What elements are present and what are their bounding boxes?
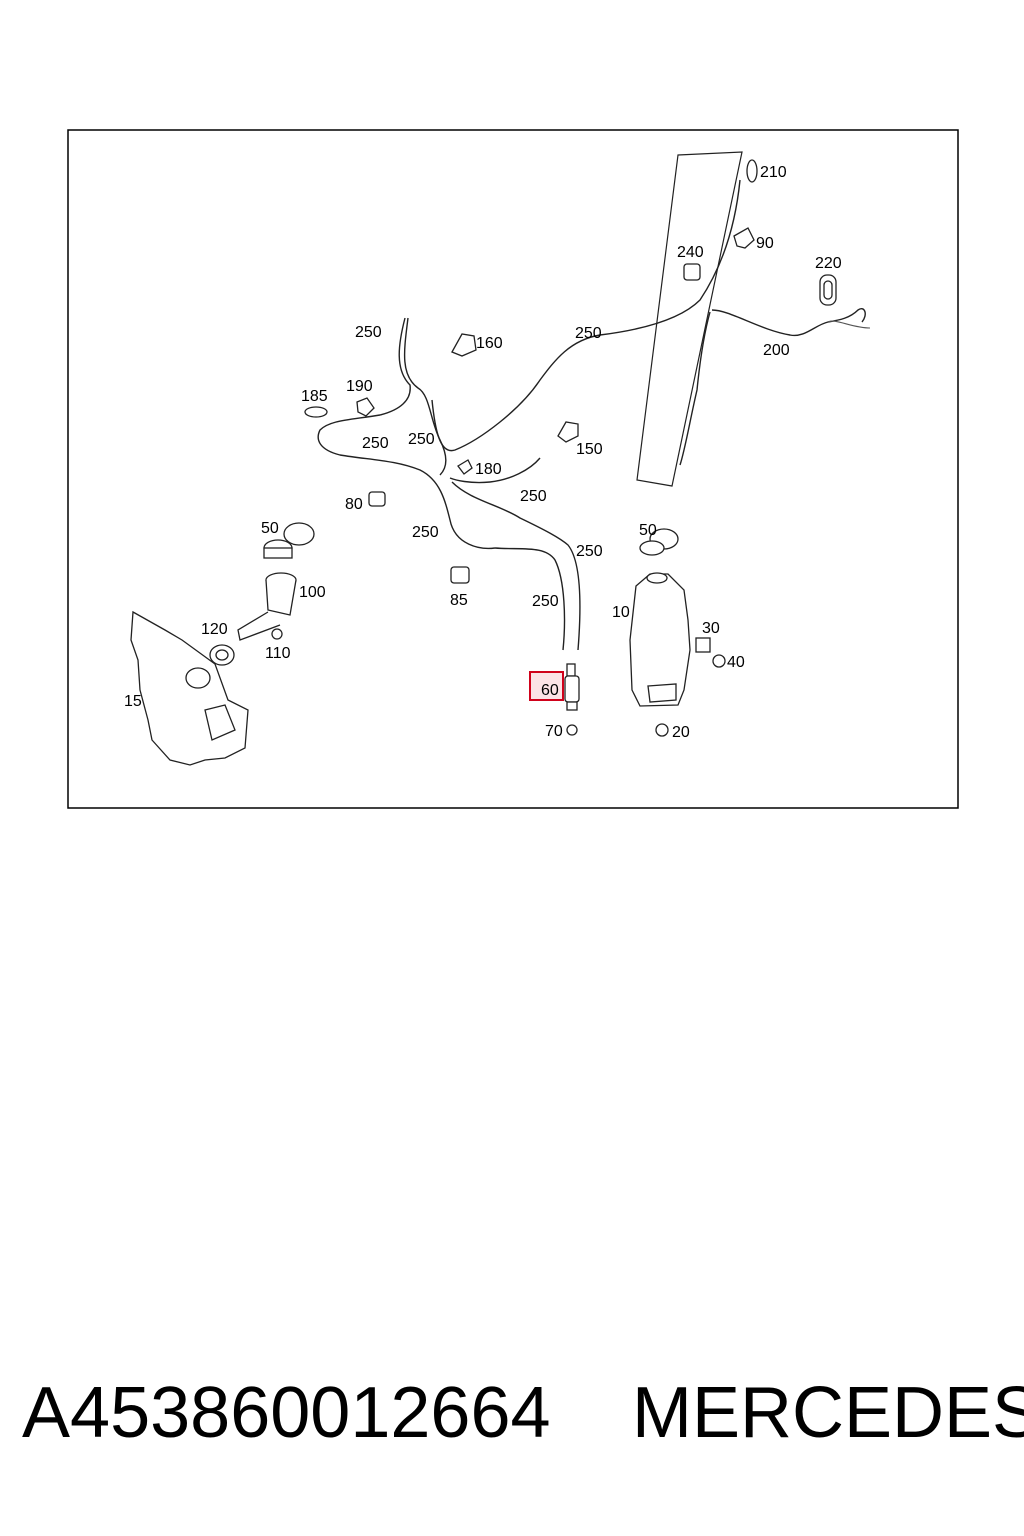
hose-lines [317,179,871,651]
label-250: 250 [355,324,382,341]
part-20-grommet [655,723,669,737]
part-10-reservoir [629,572,691,707]
label-50: 50 [261,520,279,537]
part-120-seal [209,644,235,666]
diagram-frame [67,129,959,809]
part-40-bolt [712,654,726,668]
label-250: 250 [576,543,603,560]
label-240: 240 [677,244,704,261]
part-190-valve [356,397,375,417]
label-250: 250 [362,435,389,452]
part-100-filler-neck [237,572,297,641]
part-60-pump [564,663,580,711]
part-50-cap-right [639,528,679,556]
label-80: 80 [345,496,363,513]
label-85: 85 [450,592,468,609]
footer: A453860012664 MERCEDES [0,1372,1024,1472]
part-150-nozzle [557,421,579,443]
part-30-bracket [695,637,711,653]
brand-name: MERCEDES [632,1373,1024,1453]
label-220: 220 [815,255,842,272]
label-160: 160 [476,335,503,352]
part-185-clip [304,406,328,418]
label-40: 40 [727,654,745,671]
part-80-clip [368,491,386,507]
part-220-grommet [819,274,837,306]
label-100: 100 [299,584,326,601]
part-50-cap-left [263,522,315,559]
part-240-holder [683,263,701,281]
label-250: 250 [412,524,439,541]
part-85-clip [450,566,470,584]
part-70-grommet [566,724,578,736]
label-60[interactable]: 60 [541,682,559,699]
label-190: 190 [346,378,373,395]
label-200: 200 [763,342,790,359]
label-250: 250 [408,431,435,448]
label-210: 210 [760,164,787,181]
label-50: 50 [639,522,657,539]
part-210-clip [746,159,758,183]
highlight-box-part-60[interactable] [529,671,564,701]
part-160-nozzle [451,333,477,357]
label-185: 185 [301,388,328,405]
part-90-nozzle [733,227,755,249]
label-70: 70 [545,723,563,740]
label-250: 250 [575,325,602,342]
pillar-outline [636,151,743,487]
parts-diagram: 210 90 240 220 250 160 250 200 185 190 2… [67,129,959,809]
label-30: 30 [702,620,720,637]
label-110: 110 [265,645,291,662]
label-15: 15 [124,693,142,710]
label-180: 180 [475,461,502,478]
label-10: 10 [612,604,630,621]
callout-labels: 210 90 240 220 250 160 250 200 185 190 2… [124,164,842,741]
part-number: A453860012664 [22,1373,551,1453]
part-15-reservoir [130,610,249,766]
part-110-screw [271,628,283,640]
part-180-connector [457,459,473,475]
label-250: 250 [532,593,559,610]
label-250: 250 [520,488,547,505]
label-120: 120 [201,621,228,638]
label-90: 90 [756,235,774,252]
label-150: 150 [576,441,603,458]
label-20: 20 [672,724,690,741]
